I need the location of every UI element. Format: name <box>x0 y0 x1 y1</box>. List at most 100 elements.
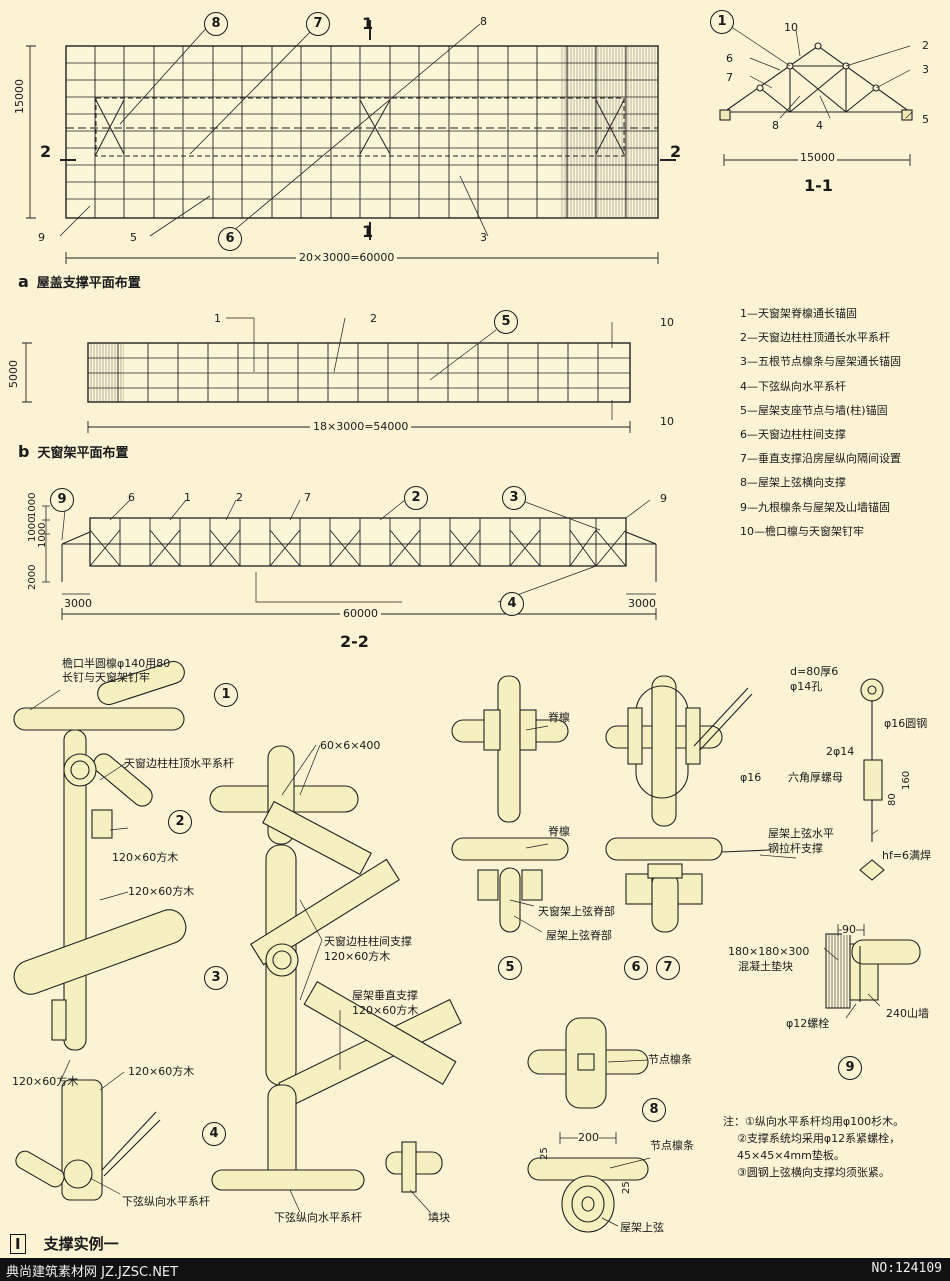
section-mark-2-left: 2 <box>40 142 52 161</box>
callout-4-22: 4 <box>500 592 524 616</box>
dim-2000: 2000 <box>27 564 38 590</box>
callout-10-11: 10 <box>784 21 798 34</box>
label-node-purlin-2: 节点檩条 <box>650 1139 694 1152</box>
section-2-2 <box>42 499 657 620</box>
dim-60000-a: 20×3000=60000 <box>296 252 398 263</box>
legend-item-8: 8—屋架上弦横向支撑 <box>740 476 846 490</box>
label-eave-purlin: 檐口半圆檩φ140用80 <box>62 657 171 670</box>
label-pad: 180×180×300 <box>728 945 810 958</box>
label-vert-bracing: 屋架垂直支撑 <box>352 989 418 1002</box>
dim-60000-22: 60000 <box>340 608 381 619</box>
label-window-top-chord: 天窗架上弦脊部 <box>538 905 615 918</box>
dim-1000-a: 1000 <box>27 492 38 518</box>
label-col-bracing-size: 120×60方木 <box>324 950 391 963</box>
label-truss-top: 屋架上弦 <box>620 1221 664 1234</box>
label-timber-1: 120×60方木 <box>112 851 179 864</box>
dim-5000-b: 5000 <box>7 360 20 388</box>
detail-leaders <box>29 689 881 1227</box>
detail-number-1: 1 <box>214 683 238 707</box>
label-node-purlin-1: 节点檩条 <box>648 1053 692 1066</box>
dim-15000-11: 15000 <box>798 151 837 164</box>
callout-3-22: 3 <box>502 486 526 510</box>
dim-3000-left: 3000 <box>64 597 92 610</box>
callout-9-22-left: 9 <box>50 488 74 512</box>
label-bottom-tie-2: 下弦纵向水平系杆 <box>274 1211 362 1224</box>
label-dim-160: 160 <box>901 770 912 790</box>
callout-4-11: 4 <box>816 119 823 132</box>
callout-7-22: 7 <box>304 491 311 504</box>
legend-item-4: 4—下弦纵向水平系杆 <box>740 379 846 393</box>
dim-3000-right: 3000 <box>628 597 656 610</box>
detail-number-5: 5 <box>498 956 522 980</box>
detail-number-8: 8 <box>642 1098 666 1122</box>
legend-item-3: 3—五根节点檩条与屋架通长锚固 <box>740 355 901 369</box>
label-dim-90: 90 <box>842 923 856 936</box>
callout-1-b: 1 <box>214 312 221 325</box>
legend-item-10: 10—檐口檩与天窗架钉牢 <box>740 524 864 538</box>
footer-number: NO:124109 <box>871 1261 942 1276</box>
label-weld: hf=6满焊 <box>882 849 932 862</box>
label-dim-80: 80 <box>887 793 898 806</box>
label-timber-3: 120×60方木 <box>12 1075 79 1088</box>
roof-bracing-plan <box>26 20 676 264</box>
legend-item-6: 6—天窗边柱柱间支撑 <box>740 427 846 441</box>
label-nut: 六角厚螺母 <box>788 771 843 784</box>
label-pad-2: 混凝土垫块 <box>738 960 793 973</box>
detail-number-2: 2 <box>168 810 192 834</box>
label-bottom-tie-1: 下弦纵向水平系杆 <box>122 1195 210 1208</box>
label-hole14: φ14孔 <box>790 680 823 693</box>
label-ridge-purlin-1: 脊檩 <box>548 711 570 724</box>
callout-5-b: 5 <box>494 310 518 334</box>
detail-number-4: 4 <box>202 1122 226 1146</box>
label-tie-top: 天窗边柱柱顶水平系杆 <box>124 757 234 770</box>
callout-3-11: 3 <box>922 63 929 76</box>
section-1-1 <box>719 21 913 166</box>
detail-number-9: 9 <box>838 1056 862 1080</box>
section-mark-1-top: 1 <box>362 14 374 33</box>
connection-details <box>13 660 921 1233</box>
label-d80: d=80厚6 <box>790 665 839 678</box>
label-bolt2: 2φ14 <box>826 745 855 758</box>
callout-3a: 3 <box>480 231 487 244</box>
callout-1-11: 1 <box>710 10 734 34</box>
skylight-plan <box>22 317 631 433</box>
callout-8b: 8 <box>480 15 487 28</box>
footer-watermark: 典尚建筑素材网 JZ.JZSC.NET <box>6 1265 179 1280</box>
legend-list: 1—天窗架脊檩通长锚固 2—天窗边柱柱顶通长水平系杆 3—五根节点檩条与屋架通长… <box>740 302 945 544</box>
label-dim-25a: 25 <box>539 1147 550 1160</box>
label-filler: 填块 <box>428 1211 450 1224</box>
callout-8a: 8 <box>204 12 228 36</box>
label-eave-purlin-2: 长钉与天窗架钉牢 <box>62 671 150 684</box>
label-top-chord-tie: 屋架上弦水平 <box>768 827 834 840</box>
callout-6-11: 6 <box>726 52 733 65</box>
callout-1-22: 1 <box>184 491 191 504</box>
callout-9-22-right: 9 <box>660 492 667 505</box>
label-ridge-purlin-2: 脊檩 <box>548 825 570 838</box>
callout-2-22b: 2 <box>404 486 428 510</box>
label-rod-16: φ16 <box>740 771 762 784</box>
callout-6-22: 6 <box>128 491 135 504</box>
detail-number-3: 3 <box>204 966 228 990</box>
label-timber-2: 120×60方木 <box>128 885 195 898</box>
callout-7a: 7 <box>306 12 330 36</box>
plan-a-cross-bracing <box>95 99 625 155</box>
plan-a-purlins <box>66 62 658 200</box>
label-vert-bracing-size: 120×60方木 <box>352 1004 419 1017</box>
sheet-title-text: 支撑实例一 <box>43 1235 119 1253</box>
callout-2-22a: 2 <box>236 491 243 504</box>
section-mark-1-bottom: 1 <box>362 222 374 241</box>
label-dim-25b: 25 <box>621 1181 632 1194</box>
legend-item-9: 9—九根檩条与屋架及山墙锚固 <box>740 500 890 514</box>
legend-item-5: 5—屋架支座节点与墙(柱)锚固 <box>740 403 888 417</box>
legend-item-2: 2—天窗边柱柱顶通长水平系杆 <box>740 331 890 345</box>
label-bolt12: φ12螺栓 <box>786 1017 830 1030</box>
dim-54000-b: 18×3000=54000 <box>310 421 412 432</box>
footer-bar: 典尚建筑素材网 JZ.JZSC.NET NO:124109 <box>0 1258 950 1281</box>
label-col-bracing: 天窗边柱柱间支撑 <box>324 935 412 948</box>
callout-5-11: 5 <box>922 113 929 126</box>
callout-9a: 9 <box>38 231 45 244</box>
detail-number-6: 6 <box>624 956 648 980</box>
